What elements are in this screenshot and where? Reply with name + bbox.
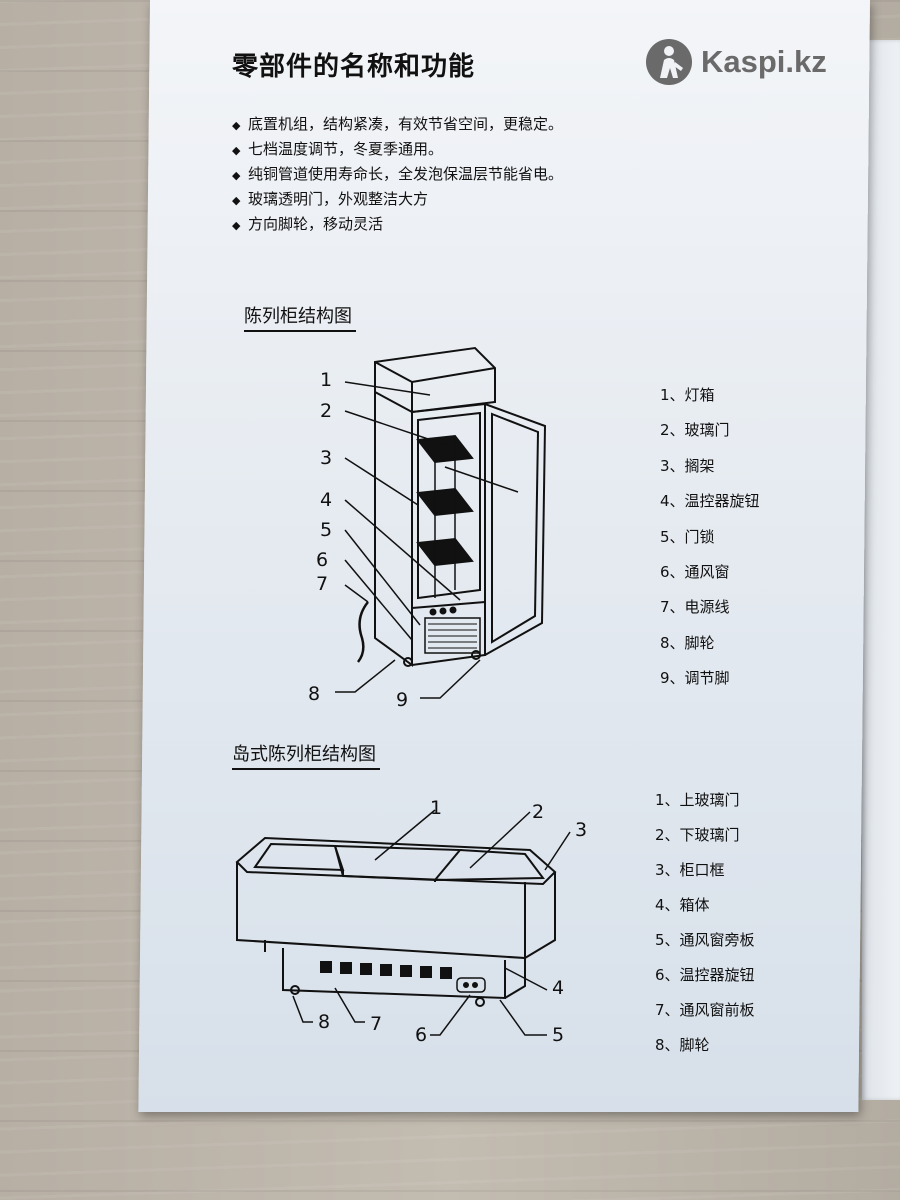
shelf-shape [416, 434, 474, 464]
kaspi-brand-text: Kaspi.kz [701, 44, 827, 79]
kaspi-watermark: Kaspi.kz [645, 38, 827, 86]
callout-number: 3 [575, 819, 587, 841]
feature-text: 方向脚轮，移动灵活 [248, 215, 384, 233]
callout-number: 2 [320, 400, 332, 422]
display-cabinet-section-title: 陈列柜结构图 [244, 302, 356, 332]
part-item: 3、搁架 [660, 456, 715, 475]
bullet-icon: ◆ [232, 144, 241, 157]
callout-number: 4 [320, 489, 332, 511]
part-item: 3、柜口框 [655, 861, 725, 879]
feature-list: ◆ 底置机组，结构紧凑，有效节省空间，更稳定。 ◆ 七档温度调节，冬夏季通用。 ◆ 纯… [232, 112, 563, 237]
callout-number: 5 [320, 519, 332, 541]
kaspi-logo-icon [646, 39, 692, 85]
cabinet-body-shape [236, 862, 526, 960]
cabinet-body-front [411, 402, 486, 666]
feature-item: ◆ 纯铜管道使用寿命长，全发泡保温层节能省电。 [232, 162, 563, 187]
part-item: 1、上玻璃门 [655, 791, 740, 809]
lower-glass-door-shape [434, 849, 545, 881]
feature-text: 七档温度调节，冬夏季通用。 [248, 140, 444, 158]
callout-number: 1 [320, 369, 332, 391]
bullet-icon: ◆ [232, 194, 241, 207]
page-title: 零部件的名称和功能 [232, 52, 476, 82]
next-page-edge [862, 40, 900, 1100]
part-item: 1、灯箱 [660, 386, 715, 404]
bullet-icon: ◆ [232, 119, 241, 132]
callout-number: 5 [552, 1024, 564, 1046]
part-item: 8、脚轮 [660, 633, 715, 652]
part-item: 6、温控器旋钮 [655, 966, 755, 984]
island-cabinet-parts-list: 1、上玻璃门 2、下玻璃门 3、柜口框 4、箱体 5、通风窗旁板 6、温控器旋钮… [655, 783, 755, 1063]
island-cabinet-section-title: 岛式陈列柜结构图 [232, 740, 380, 770]
part-item: 7、通风窗前板 [655, 1001, 755, 1019]
island-cabinet-diagram: 1 2 3 4 5 6 7 8 [235, 797, 587, 1046]
part-item: 2、玻璃门 [660, 421, 730, 440]
part-item: 2、下玻璃门 [655, 826, 740, 844]
callout-number: 9 [396, 689, 408, 711]
callout-number: 8 [308, 683, 320, 705]
part-item: 9、调节脚 [660, 669, 730, 688]
cabinet-body-side [374, 392, 413, 667]
part-item: 4、温控器旋钮 [660, 492, 760, 511]
light-box-shape [374, 346, 496, 414]
part-item: 5、通风窗旁板 [655, 931, 755, 949]
display-cabinet-parts-list: 1、灯箱 2、玻璃门 3、搁架 4、温控器旋钮 5、门锁 6、通风窗 7、电源线… [660, 378, 760, 697]
callout-number: 8 [318, 1011, 330, 1033]
bullet-icon: ◆ [232, 219, 241, 232]
callout-number: 6 [415, 1024, 427, 1046]
feature-item: ◆ 七档温度调节，冬夏季通用。 [232, 137, 563, 162]
feature-item: ◆ 玻璃透明门，外观整洁大方 [232, 187, 563, 212]
glass-door-shape [484, 403, 547, 656]
display-cabinet-diagram: 1 2 3 4 5 6 7 8 9 [308, 346, 547, 711]
part-item: 6、通风窗 [660, 562, 730, 581]
feature-text: 玻璃透明门，外观整洁大方 [248, 190, 429, 208]
feature-item: ◆ 底置机组，结构紧凑，有效节省空间，更稳定。 [232, 112, 563, 137]
callout-number: 7 [316, 573, 328, 595]
callout-number: 2 [532, 801, 544, 823]
part-item: 4、箱体 [655, 896, 710, 914]
callout-number: 4 [552, 977, 564, 999]
callout-number: 3 [320, 447, 332, 469]
upper-glass-door-shape [333, 844, 463, 882]
part-item: 8、脚轮 [655, 1036, 710, 1054]
part-item: 7、电源线 [660, 598, 730, 617]
part-item: 5、门锁 [660, 527, 715, 546]
callout-number: 6 [316, 549, 328, 571]
feature-text: 纯铜管道使用寿命长，全发泡保温层节能省电。 [248, 165, 564, 183]
callout-number: 1 [430, 797, 442, 819]
feature-item: ◆ 方向脚轮，移动灵活 [232, 212, 563, 237]
bullet-icon: ◆ [232, 169, 241, 182]
feature-text: 底置机组，结构紧凑，有效节省空间，更稳定。 [248, 115, 564, 133]
callout-number: 7 [370, 1013, 382, 1035]
